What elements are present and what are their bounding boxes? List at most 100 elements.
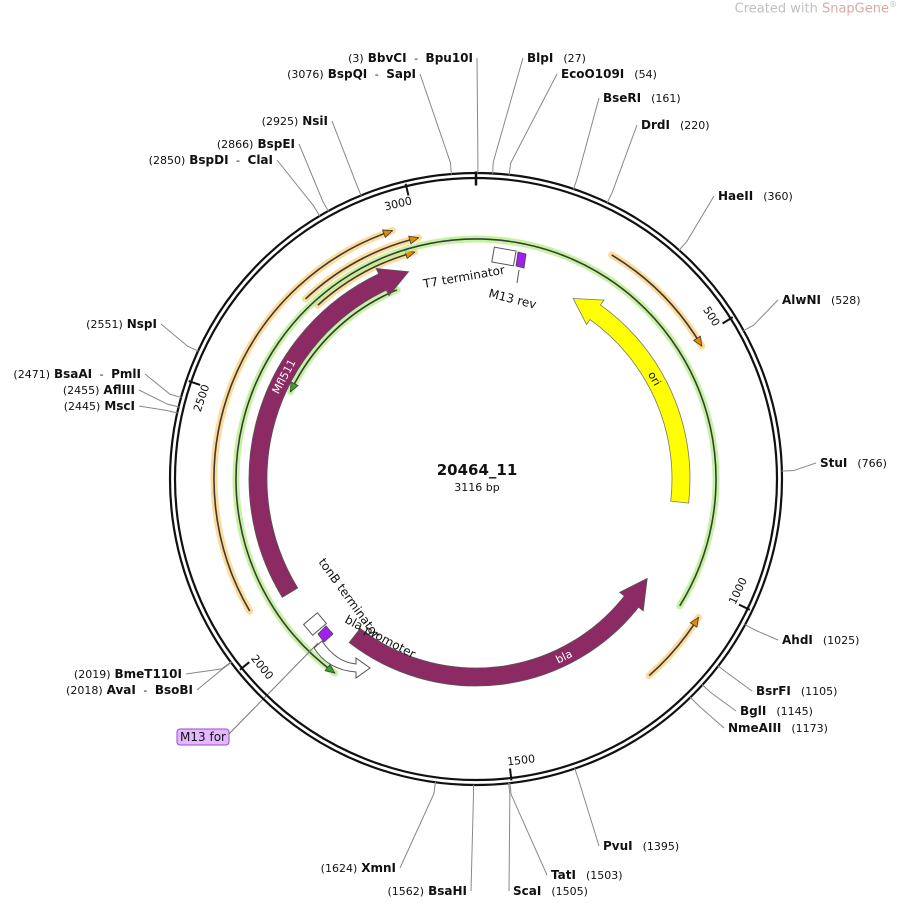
enzyme-name: TatI — [551, 868, 576, 882]
m13-rev-leader — [516, 269, 520, 284]
site-connector-360 — [678, 195, 715, 251]
site-position: (220) — [680, 119, 710, 132]
enzyme-name: NmeAIII — [728, 721, 781, 735]
orf-orange-3 — [301, 234, 423, 303]
site-position: (161) — [651, 92, 681, 105]
restriction-site-766: StuI(766) — [781, 456, 887, 472]
tick-label-1500: 1500 — [506, 752, 535, 768]
site-position: (2866) — [217, 138, 254, 151]
feature-ori: ori — [572, 298, 691, 504]
site-position: (2455) — [63, 384, 100, 397]
site-connector-3076 — [419, 73, 452, 175]
site-connector-1624 — [399, 781, 436, 869]
site-position: (2471) — [13, 368, 50, 381]
site-label-2445: (2445)MscI — [64, 399, 135, 413]
restriction-site-3: (3)BbvCI - Bpu10I — [348, 51, 479, 174]
enzyme-name: PmlI — [111, 367, 141, 381]
site-connector-27 — [492, 57, 524, 174]
tonb-terminator-box — [302, 612, 328, 636]
tick-mark-2500 — [188, 380, 201, 386]
restriction-site-2019: (2019)BmeT110I — [74, 661, 232, 681]
enzyme-name: BbvCI — [368, 51, 407, 65]
restriction-site-1145: BglI(1145) — [701, 684, 813, 718]
site-label-1395: PvuI(1395) — [603, 839, 679, 853]
site-position: (1105) — [801, 685, 838, 698]
site-label-54: EcoO109I(54) — [561, 67, 657, 81]
site-label-2850: (2850)BspDI - ClaI — [149, 153, 273, 167]
orf-arrowhead — [408, 235, 420, 245]
site-position: (528) — [831, 294, 861, 307]
site-connector-3 — [476, 57, 479, 174]
site-position: (1505) — [551, 885, 588, 898]
restriction-site-layer: (3)BbvCI - Bpu10I(3076)BspQI - SapIBlpI(… — [13, 51, 887, 898]
orf-arrowhead — [290, 381, 299, 393]
site-connector-1173 — [689, 696, 725, 729]
snapgene-credit: Created with SnapGene® — [735, 0, 897, 16]
orf-arrowhead — [692, 335, 703, 347]
site-connector-1145 — [701, 684, 737, 712]
restriction-site-2455: (2455)AflIII — [63, 383, 180, 408]
site-connector-1105 — [717, 665, 753, 692]
restriction-site-1624: (1624)XmnI — [321, 781, 436, 875]
enzyme-name: ScaI — [513, 884, 541, 898]
orf-orange-0 — [608, 251, 706, 350]
credit-prefix: Created with — [734, 1, 822, 17]
site-position: - — [96, 368, 107, 381]
m13-rev-marker — [515, 251, 527, 269]
orf-arrowhead — [324, 663, 336, 674]
site-position: (2019) — [74, 668, 111, 681]
site-connector-1503 — [509, 782, 548, 876]
m13-for-marker — [317, 625, 334, 643]
site-label-1145: BglI(1145) — [740, 704, 813, 718]
enzyme-name: BspDI — [189, 153, 228, 167]
restriction-site-2866: (2866)BspEI — [217, 137, 329, 212]
orf-orange-1 — [210, 227, 396, 615]
bla-arrow — [348, 577, 648, 687]
enzyme-name: BsoBI — [155, 683, 193, 697]
site-label-2925: (2925)NsiI — [262, 114, 328, 128]
enzyme-name: BspEI — [257, 137, 295, 151]
site-position: (3) — [348, 52, 364, 65]
site-position: - — [371, 68, 382, 81]
m13-for-box — [176, 728, 230, 746]
orf-halo — [645, 613, 702, 680]
enzyme-name: BglI — [740, 704, 766, 718]
site-position: (2018) — [66, 684, 103, 697]
restriction-site-54: EcoO109I(54) — [508, 67, 657, 176]
enzyme-name: DrdI — [641, 118, 670, 132]
credit-brand: SnapGene — [821, 1, 889, 17]
site-position: (54) — [634, 68, 657, 81]
ori-arrow — [572, 298, 691, 504]
tick-mark-1000 — [738, 603, 751, 611]
site-position: (360) — [763, 190, 793, 203]
enzyme-name: BsaAI — [54, 367, 92, 381]
site-connector-2850 — [276, 159, 321, 217]
site-position: (1025) — [823, 634, 860, 647]
tick-mark-3000 — [404, 183, 410, 196]
restriction-site-2551: (2551)NspI — [86, 317, 199, 352]
site-connector-2925 — [331, 120, 362, 197]
orf-arrowhead — [381, 229, 394, 239]
enzyme-name: SapI — [386, 67, 416, 81]
restriction-site-220: DrdI (220) — [606, 118, 710, 204]
tick-label-2500: 2500 — [191, 383, 212, 414]
site-label-1624: (1624)XmnI — [321, 861, 396, 875]
tick-label-3000: 3000 — [383, 194, 413, 213]
enzyme-name: XmnI — [361, 861, 396, 875]
enzyme-name: AlwNI — [782, 293, 821, 307]
enzyme-name: HaeII — [718, 189, 753, 203]
restriction-site-161: BseRI(161) — [572, 91, 681, 190]
site-connector-54 — [508, 73, 558, 176]
restriction-site-2850: (2850)BspDI - ClaI — [149, 153, 321, 217]
site-label-2018: (2018)AvaI - BsoBI — [66, 683, 193, 697]
restriction-site-1173: NmeAIII(1173) — [689, 696, 828, 735]
site-label-27: BlpI(27) — [527, 51, 586, 65]
tick-label-1000: 1000 — [726, 576, 750, 607]
enzyme-name: NspI — [127, 317, 157, 331]
m13-for-label: M13 for — [180, 730, 226, 744]
site-connector-1025 — [744, 623, 779, 641]
site-position: (2925) — [262, 115, 299, 128]
site-position: - — [140, 684, 151, 697]
restriction-site-1105: BsrFI(1105) — [717, 665, 838, 698]
site-label-528: AlwNI (528) — [782, 293, 861, 307]
